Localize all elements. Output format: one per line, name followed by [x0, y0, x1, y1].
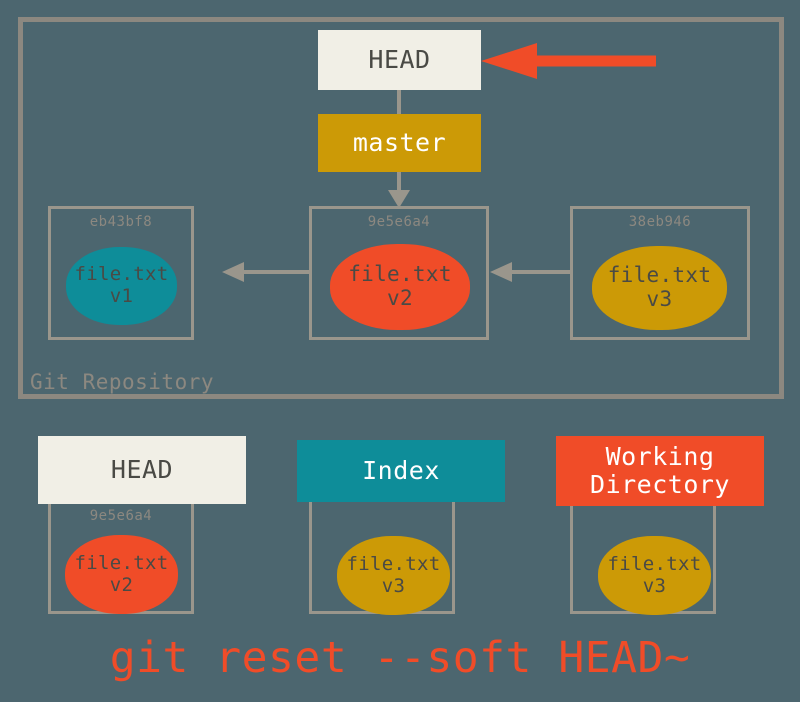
- commit-blob-filename-9e5e6a4: file.txt: [348, 262, 452, 287]
- tree-blob-filename-working-directory: file.txt: [607, 552, 702, 575]
- commit-blob-38eb946: file.txt v3: [592, 246, 727, 330]
- git-repository-frame: [18, 17, 784, 399]
- tree-blob-filename-index: file.txt: [346, 552, 441, 575]
- commit-hash-38eb946: 38eb946: [628, 214, 692, 230]
- tree-blob-head: file.txt v2: [65, 535, 178, 614]
- tree-blob-index: file.txt v3: [337, 536, 450, 615]
- tree-header-label-head: HEAD: [110, 455, 174, 484]
- repo-head-label: HEAD: [368, 45, 431, 74]
- repo-master-box: master: [318, 114, 481, 172]
- commit-frame-9e5e6a4: [309, 206, 489, 340]
- command-caption: git reset --soft HEAD~: [109, 633, 691, 683]
- tree-header-label-index: Index: [362, 456, 440, 485]
- tree-header-label-working-line1: Working: [605, 442, 715, 471]
- commit-hash-9e5e6a4: 9e5e6a4: [367, 214, 431, 230]
- master-to-commit-connector: [397, 172, 401, 194]
- parent-arrow-38eb946-to-9e5e6a4: [490, 262, 572, 282]
- commit-blob-9e5e6a4: file.txt v2: [330, 244, 470, 330]
- repo-head-box: HEAD: [318, 30, 481, 90]
- tree-blob-version-head: v2: [109, 573, 134, 596]
- tree-header-label-working-line2: Directory: [590, 470, 730, 499]
- parent-arrow-9e5e6a4-to-eb43bf8: [222, 262, 310, 282]
- git-repository-caption: Git Repository: [30, 370, 215, 394]
- tree-blob-version-index: v3: [381, 574, 406, 597]
- commit-blob-eb43bf8: file.txt v1: [66, 247, 177, 325]
- tree-header-head: HEAD: [38, 436, 246, 504]
- commit-blob-version-38eb946: v3: [646, 287, 673, 311]
- commit-blob-filename-38eb946: file.txt: [607, 263, 712, 288]
- commit-frame-eb43bf8: [48, 206, 194, 340]
- tree-blob-version-working-directory: v3: [642, 574, 667, 597]
- commit-blob-version-9e5e6a4: v2: [387, 286, 413, 310]
- tree-header-index: Index: [297, 440, 505, 502]
- commit-hash-eb43bf8: eb43bf8: [89, 214, 153, 230]
- head-to-master-connector: [397, 90, 401, 114]
- tree-blob-filename-head: file.txt: [74, 551, 169, 574]
- tree-header-working-directory: Working Directory: [556, 436, 764, 506]
- tree-blob-working-directory: file.txt v3: [598, 536, 711, 615]
- commit-blob-filename-eb43bf8: file.txt: [74, 263, 169, 286]
- head-moved-arrow-icon: [481, 43, 656, 79]
- commit-blob-version-eb43bf8: v1: [109, 285, 134, 307]
- tree-hash-head: 9e5e6a4: [89, 508, 153, 524]
- repo-master-label: master: [352, 128, 447, 157]
- master-to-commit-arrowhead: [388, 190, 410, 208]
